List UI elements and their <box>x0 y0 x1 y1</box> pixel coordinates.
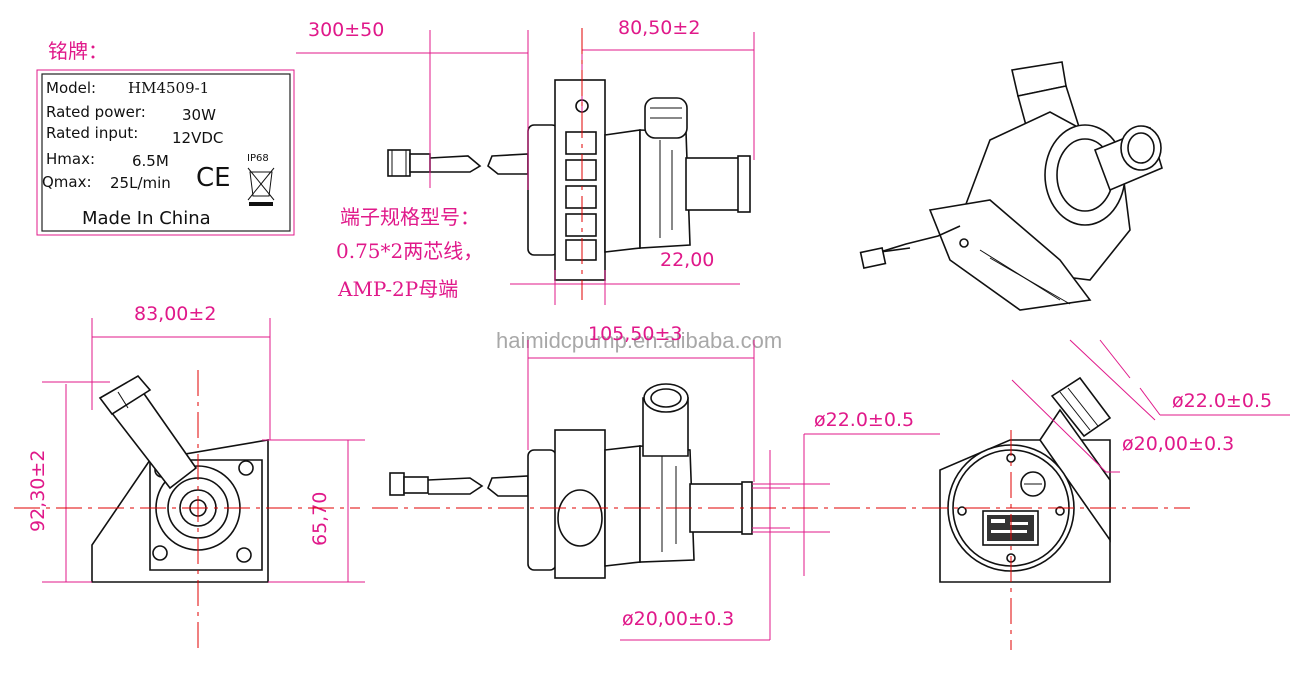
rear-view <box>939 376 1112 583</box>
rated-power-label: Rated power: <box>46 103 146 121</box>
front-mount-height-dimension: 65,70 <box>309 492 331 546</box>
made-in-label: Made In China <box>82 208 211 229</box>
hmax-value: 6.5M <box>132 152 169 170</box>
front-view-dimensions: 83,00±2 92,30±2 65,70 <box>27 303 365 583</box>
top-body-length-dimension: 80,50±2 <box>618 17 700 39</box>
weee-bin-icon <box>247 167 275 206</box>
inlet-inner-diameter: ø20,00±0.3 <box>1122 433 1234 455</box>
terminal-note-line1: 端子规格型号： <box>340 205 480 229</box>
cable-length-dimension: 300±50 <box>308 19 384 41</box>
nameplate-inner-frame <box>41 73 291 232</box>
inlet-outer-diameter: ø22.0±0.5 <box>1172 390 1272 412</box>
top-view-dimensions: 300±50 80,50±2 22,00 <box>296 17 755 305</box>
hmax-label: Hmax: <box>46 150 95 168</box>
front-height-dimension: 92,30±2 <box>27 450 49 532</box>
rated-input-label: Rated input: <box>46 124 138 142</box>
side-view <box>389 383 753 579</box>
qmax-label: Qmax: <box>42 173 92 191</box>
rear-view-dimensions: ø22.0±0.5 ø20,00±0.3 <box>1011 339 1290 473</box>
rated-power-value: 30W <box>182 106 216 124</box>
nameplate-heading: 铭牌： <box>48 39 108 63</box>
terminal-note-line3: AMP-2P母端 <box>337 277 458 301</box>
side-length-dimension: 105,50±3 <box>588 323 683 345</box>
ip-rating: IP68 <box>247 153 269 164</box>
top-view-body <box>527 79 751 281</box>
nameplate: 铭牌： Model: HM4509-1 Rated power: 30W Rat… <box>36 39 295 236</box>
rated-input-value: 12VDC <box>172 129 223 147</box>
side-view-dimensions: 105,50±3 ø22.0±0.5 ø20,00±0.3 <box>527 323 940 641</box>
nameplate-outer-frame <box>36 69 295 236</box>
isometric-view <box>859 61 1163 311</box>
terminal-spec-note: 端子规格型号： 0.75*2两芯线， AMP-2P母端 <box>336 205 483 301</box>
ce-mark-icon: CE <box>196 163 231 193</box>
outlet-outer-diameter: ø22.0±0.5 <box>814 409 914 431</box>
side-cable-connector <box>389 472 529 497</box>
model-label: Model: <box>46 79 96 97</box>
watermark: haimidcpump.en.alibaba.com <box>496 328 782 353</box>
top-view: 300±50 80,50±2 22,00 <box>296 17 755 305</box>
qmax-value: 25L/min <box>110 174 171 192</box>
front-view <box>91 374 269 583</box>
terminal-note-line2: 0.75*2两芯线， <box>336 239 483 263</box>
inlet-offset-dimension: 22,00 <box>660 249 714 271</box>
cable-connector <box>387 149 529 177</box>
front-width-dimension: 83,00±2 <box>134 303 216 325</box>
outlet-inner-diameter: ø20,00±0.3 <box>622 608 734 630</box>
model-value: HM4509-1 <box>128 79 209 97</box>
